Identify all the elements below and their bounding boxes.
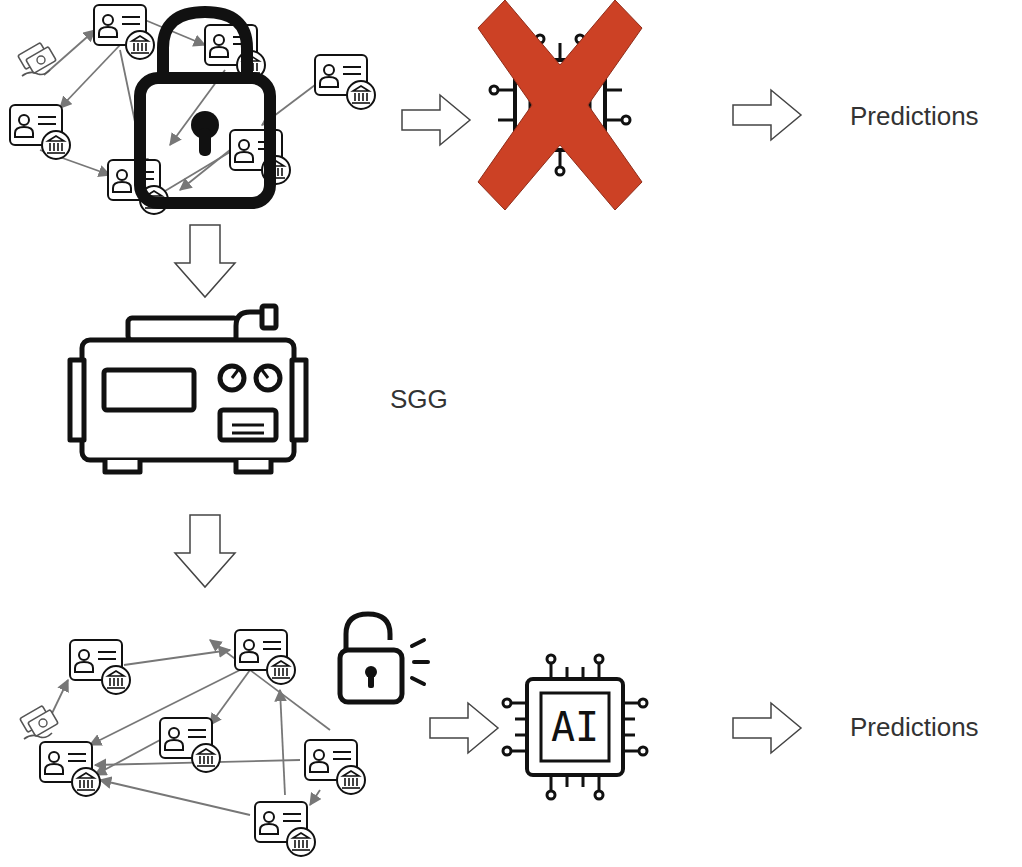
generator-label: SGG [390,384,448,415]
output-label: Predictions [850,712,979,743]
output-label: Predictions [850,101,979,132]
chip-label: AI [551,703,599,751]
